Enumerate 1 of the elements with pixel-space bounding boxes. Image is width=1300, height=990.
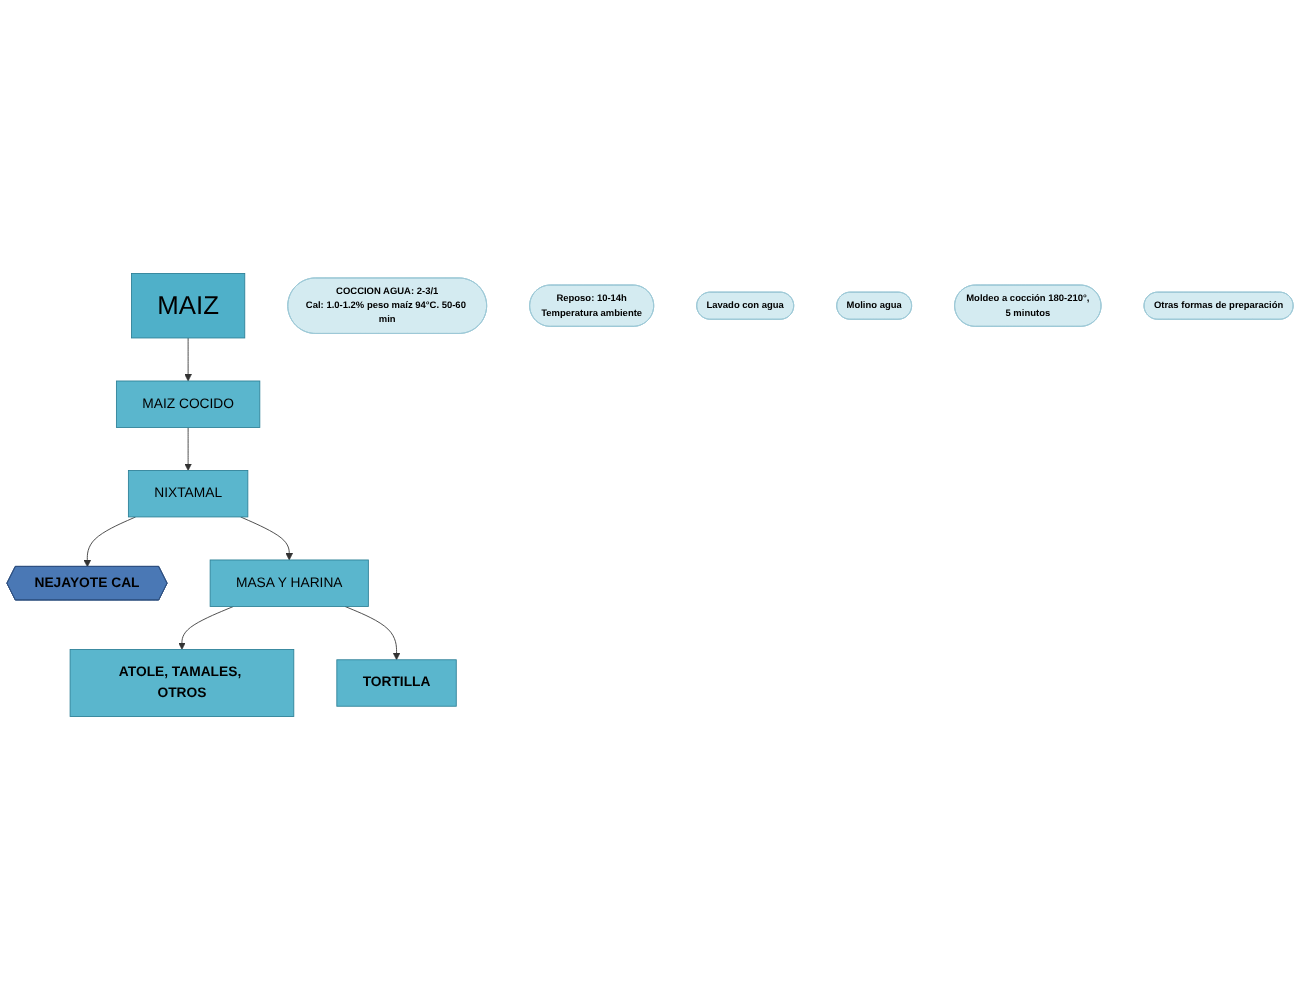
node-box: MAIZ (131, 273, 246, 339)
